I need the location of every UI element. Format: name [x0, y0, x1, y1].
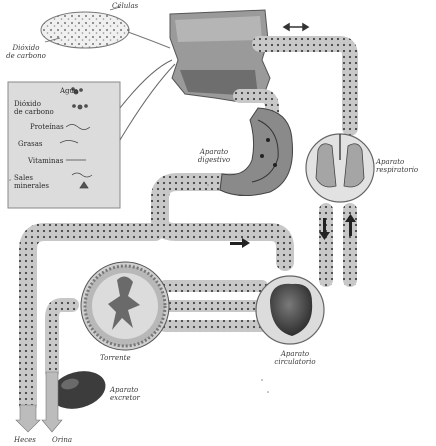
nutrient-proteinas: Proteínas	[30, 123, 64, 131]
nutrient-agua: Agua	[60, 87, 78, 95]
double-arrow-icon	[284, 24, 308, 30]
label-aparato-respiratorio-line2: respiratorio	[376, 166, 418, 174]
nutrient-dioxido-line2: de carbono	[14, 108, 54, 116]
organ-top	[170, 10, 290, 102]
label-dioxido-top-line2: de carbono	[0, 52, 52, 60]
nutrient-dioxido-line1: Dióxido	[14, 100, 54, 108]
label-aparato-respiratorio-line1: Aparato	[376, 158, 418, 166]
nutrient-sales-line2: minerales	[14, 182, 49, 190]
label-aparato-excretor: Aparato excretor	[110, 386, 140, 402]
cells-group	[41, 7, 170, 48]
nutrient-vitaminas: Vitaminas	[28, 157, 63, 165]
label-aparato-digestivo: Aparato digestivo	[192, 148, 236, 164]
torrente-organ	[81, 262, 169, 350]
nutrient-sales-line1: Sales	[14, 174, 49, 182]
label-dioxido-top: Dióxido de carbono	[0, 44, 52, 60]
label-aparato-circulatorio: Aparato circulatorio	[270, 350, 320, 366]
nutrient-dioxido: Dióxido de carbono	[14, 100, 54, 116]
label-aparato-excretor-line2: excretor	[110, 394, 140, 402]
label-aparato-digestivo-line2: digestivo	[192, 156, 236, 164]
label-aparato-circulatorio-line2: circulatorio	[270, 358, 320, 366]
label-heces: Heces	[14, 436, 36, 444]
nutrient-grasas: Grasas	[18, 140, 42, 148]
lungs-organ	[306, 134, 374, 202]
nutrient-sales: Sales minerales	[14, 174, 49, 190]
label-dioxido-top-line1: Dióxido	[0, 44, 52, 52]
label-celulas: Células	[112, 2, 138, 10]
label-aparato-excretor-line1: Aparato	[110, 386, 140, 394]
label-torrente: Torrente	[100, 354, 131, 362]
label-orina: Orina	[52, 436, 72, 444]
heart-organ	[256, 276, 324, 344]
label-aparato-digestivo-line1: Aparato	[192, 148, 236, 156]
label-aparato-respiratorio: Aparato respiratorio	[376, 158, 418, 174]
label-aparato-circulatorio-line1: Aparato	[270, 350, 320, 358]
